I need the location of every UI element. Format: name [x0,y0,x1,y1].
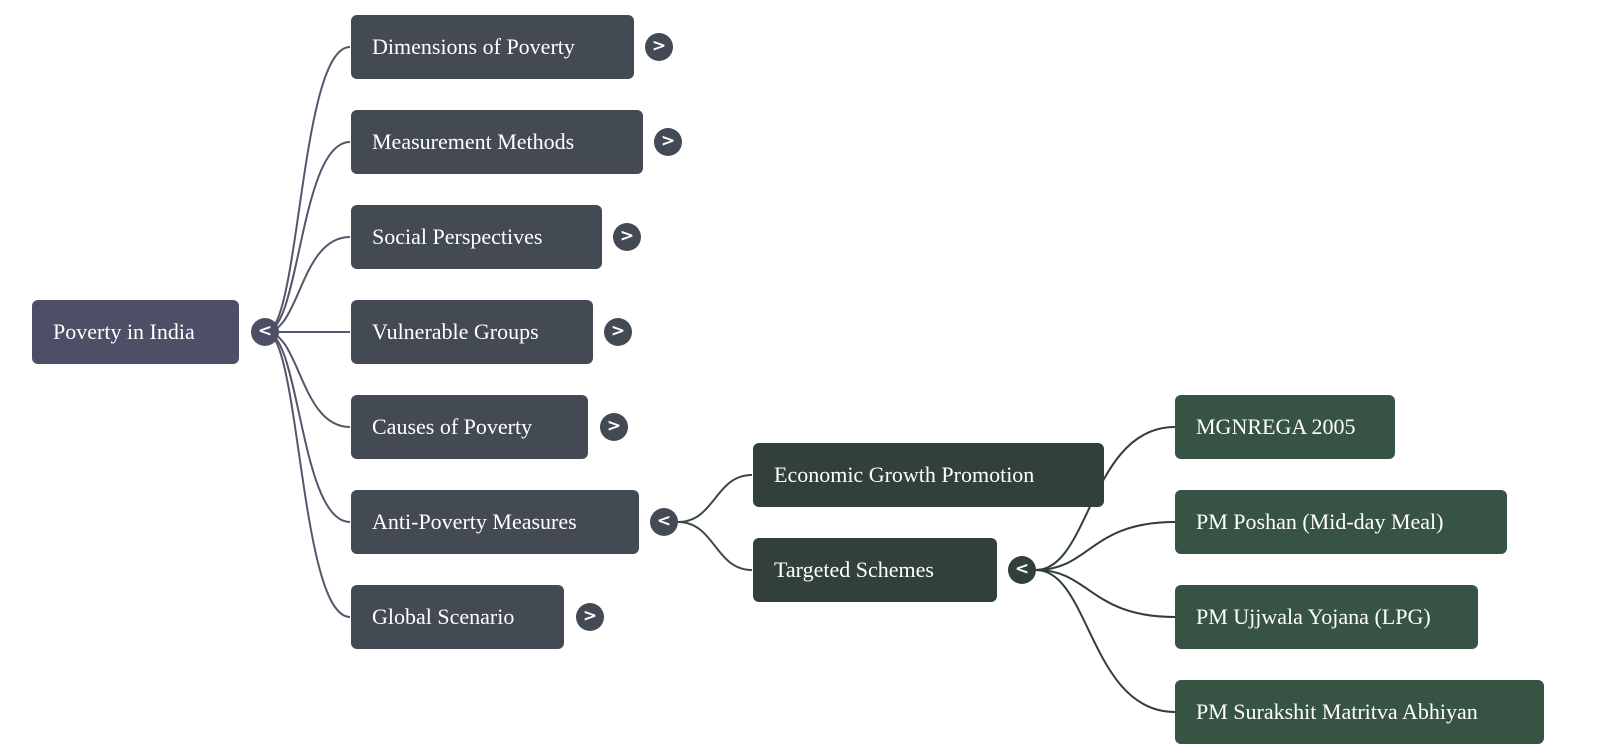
topic-label: Anti-Poverty Measures [372,509,577,534]
root-node[interactable]: Poverty in India [32,300,239,364]
scheme-node-pm-poshan[interactable]: PM Poshan (Mid-day Meal) [1175,490,1507,554]
scheme-node-pm-surakshit[interactable]: PM Surakshit Matritva Abhiyan [1175,680,1544,744]
link-scheme [1035,569,1176,713]
topic-label: Causes of Poverty [372,414,533,439]
topic-label: Global Scenario [372,604,515,629]
topic-label: Vulnerable Groups [372,319,539,344]
link-root-topic [265,331,351,618]
topic-node-measurement[interactable]: Measurement Methods [351,110,643,174]
topic-node-social[interactable]: Social Perspectives [351,205,602,269]
link-root-topic [265,141,351,333]
link-scheme [1035,521,1176,571]
scheme-label: PM Ujjwala Yojana (LPG) [1196,604,1431,629]
link-scheme [1035,569,1176,618]
link-root-topic [265,331,351,523]
link-measure [677,474,753,523]
scheme-label: PM Poshan (Mid-day Meal) [1196,509,1444,534]
expand-icon[interactable]: > [600,413,628,441]
collapse-icon[interactable]: < [251,318,279,346]
topic-label: Dimensions of Poverty [372,34,575,59]
scheme-label: PM Surakshit Matritva Abhiyan [1196,699,1478,724]
scheme-node-pm-ujjwala[interactable]: PM Ujjwala Yojana (LPG) [1175,585,1478,649]
link-measure [677,521,753,571]
topic-node-anti-poverty[interactable]: Anti-Poverty Measures [351,490,639,554]
measure-label: Targeted Schemes [774,557,934,582]
expand-icon[interactable]: > [576,603,604,631]
topic-node-dimensions[interactable]: Dimensions of Poverty [351,15,634,79]
expand-icon[interactable]: > [604,318,632,346]
link-root-topic [265,46,351,333]
topic-node-global[interactable]: Global Scenario [351,585,564,649]
topic-label: Measurement Methods [372,129,575,154]
measure-node-targeted-schemes[interactable]: Targeted Schemes [753,538,997,602]
root-node-label: Poverty in India [53,319,195,344]
topic-node-vulnerable[interactable]: Vulnerable Groups [351,300,593,364]
scheme-node-mgnrega[interactable]: MGNREGA 2005 [1175,395,1395,459]
measure-node-economic-growth[interactable]: Economic Growth Promotion [753,443,1104,507]
collapse-icon[interactable]: < [650,508,678,536]
topic-label: Social Perspectives [372,224,543,249]
expand-icon[interactable]: > [613,223,641,251]
collapse-icon[interactable]: < [1008,556,1036,584]
scheme-label: MGNREGA 2005 [1196,414,1356,439]
expand-icon[interactable]: > [654,128,682,156]
expand-icon[interactable]: > [645,33,673,61]
measure-label: Economic Growth Promotion [774,462,1035,487]
topic-node-causes[interactable]: Causes of Poverty [351,395,588,459]
